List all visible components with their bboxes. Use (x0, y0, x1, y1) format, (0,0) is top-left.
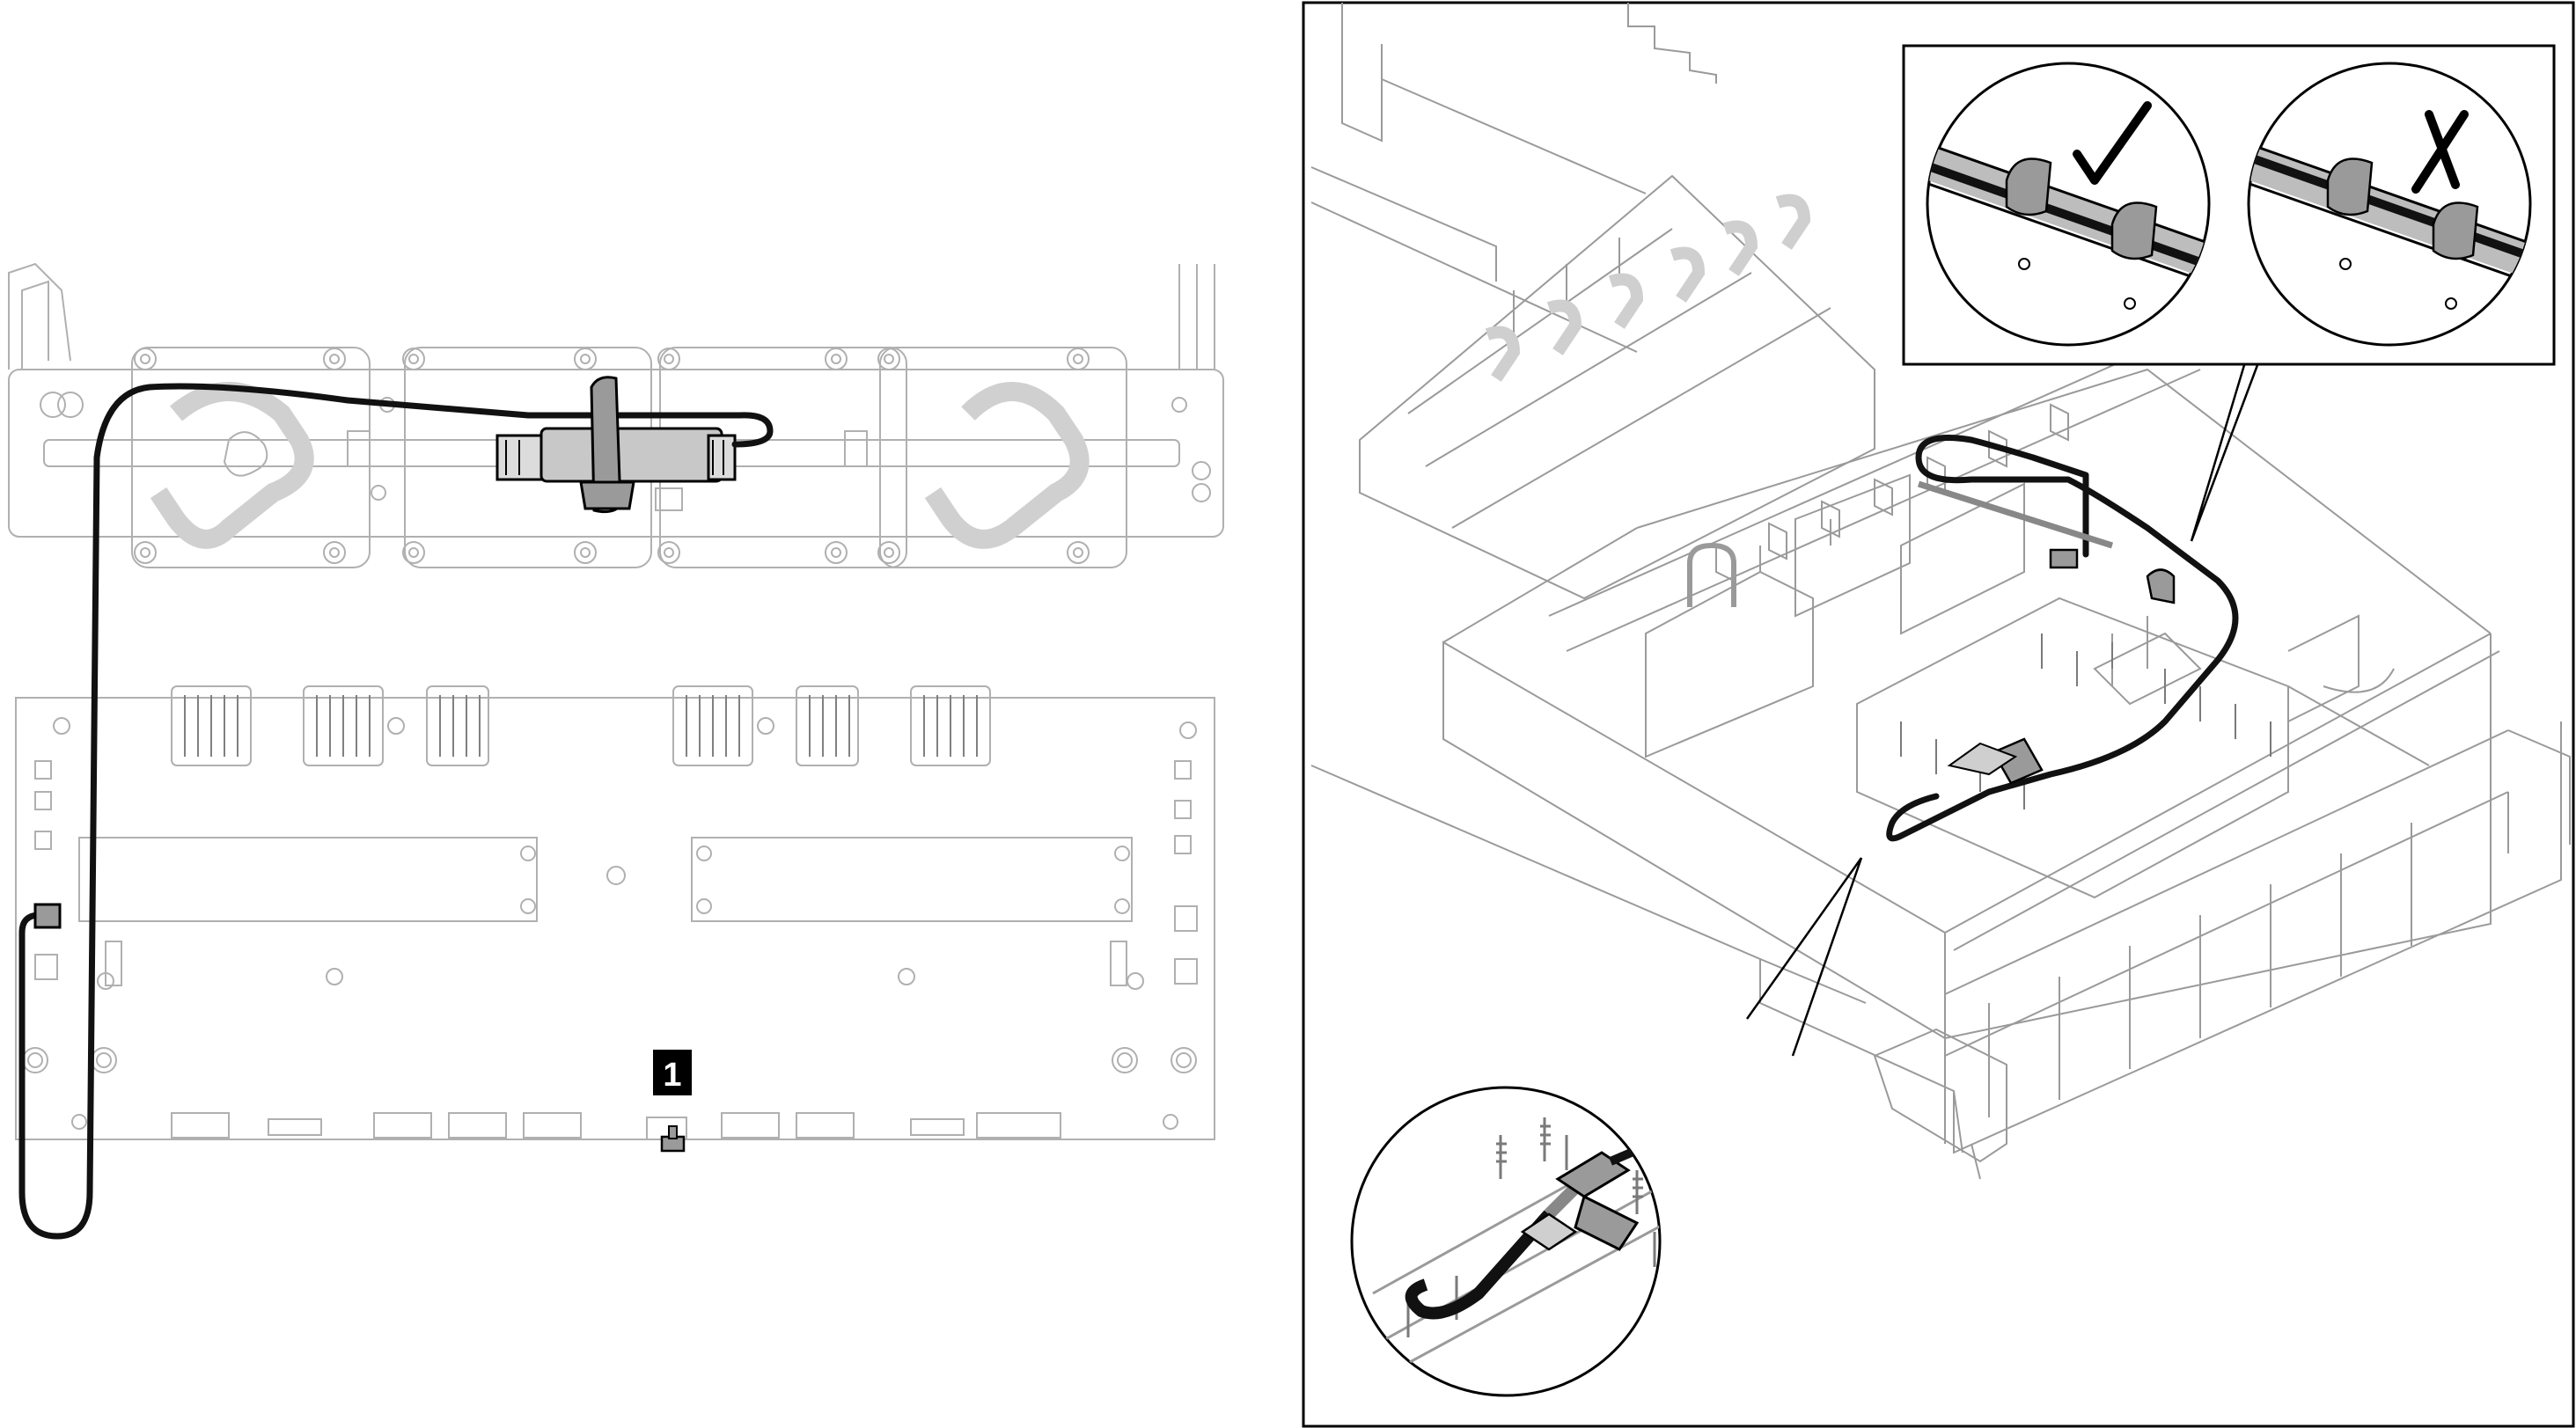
check-mark-icon (2073, 101, 2152, 185)
retention-strap (579, 376, 635, 514)
iso-cable-gray-run (1917, 480, 2114, 549)
mounting-screws (40, 348, 1211, 564)
correct-routing-detail (1926, 62, 2211, 347)
incorrect-routing-detail (2247, 62, 2532, 347)
leak-sensor-module (495, 427, 737, 483)
memory-slots (171, 685, 991, 766)
inset-leader-bottom (1745, 857, 1863, 1057)
iso-cable-clips (1947, 548, 2176, 785)
connector-1 (660, 1125, 686, 1153)
inset-leader-top (2190, 364, 2259, 542)
leak-sensor-cable (18, 383, 774, 1240)
cable-connector (33, 903, 62, 929)
x-mark-icon (2411, 110, 2469, 194)
iso-leak-sensor-cable (1886, 435, 2239, 842)
top-view-assembly (8, 262, 1224, 1140)
clip-detail-inset (1350, 1086, 1662, 1397)
system-board (15, 685, 1215, 1140)
bottom-connectors (171, 1112, 1061, 1140)
routing-comparison-inset (1902, 44, 2556, 366)
callout-1: 1 (653, 1050, 692, 1095)
callout-1-label: 1 (663, 1057, 681, 1094)
